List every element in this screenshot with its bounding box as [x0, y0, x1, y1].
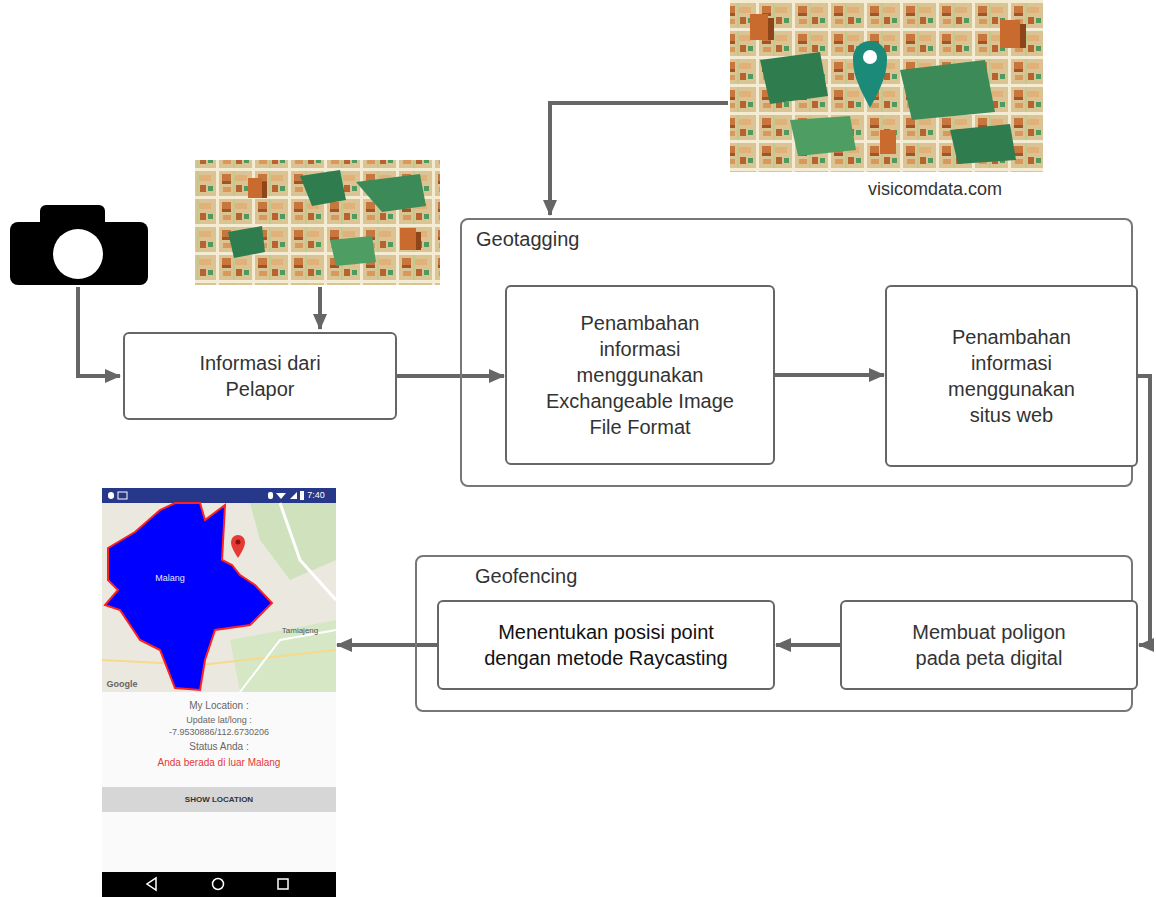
screen-text: Update lat/long : [109, 715, 329, 726]
box-text: Informasi dari Pelapor [169, 350, 351, 402]
screen-text: -7.9530886/112.6730206 [109, 727, 329, 738]
box-text: Menentukan posisi point dengan metode Ra… [479, 619, 733, 671]
map-arrow [318, 287, 322, 329]
screen-text: Malang [140, 573, 200, 584]
flow-arrow [397, 374, 504, 378]
city-map-large [730, 0, 1043, 172]
screen-text: 7:40 [299, 490, 333, 501]
flow-arrow [1138, 376, 1150, 645]
process-box: Penambahan informasi menggunakan situs w… [885, 285, 1138, 467]
group-title: Geofencing [475, 565, 577, 588]
screen-text: Anda berada di luar Malang [109, 757, 329, 769]
process-box: Menentukan posisi point dengan metode Ra… [437, 600, 775, 690]
camera-icon [10, 205, 148, 285]
group-title: Geotagging [476, 228, 579, 251]
process-box: Membuat poligon pada peta digital [840, 600, 1138, 690]
camera-arrow [78, 287, 120, 376]
flow-arrow [337, 643, 437, 647]
map-arrow [550, 103, 728, 215]
screen-text: Google [102, 679, 142, 690]
screen-text: Tamiajeng [270, 626, 330, 636]
process-box: Penambahan informasi menggunakan Exchang… [505, 285, 775, 465]
box-text: Penambahan informasi menggunakan situs w… [937, 324, 1086, 428]
group-frame: GeotaggingPenambahan informasi menggunak… [460, 218, 1133, 487]
source-label: visicomdata.com [868, 179, 1002, 200]
city-map-small [195, 160, 440, 285]
phone-screen: 7:40MalangTamiajengGoogle My Location : Up… [102, 488, 336, 897]
flow-arrow [775, 373, 884, 377]
phone-screenshot [102, 488, 336, 897]
screen-text: Status Anda : [109, 741, 329, 753]
flow-arrow [776, 643, 840, 647]
box-text: Membuat poligon pada peta digital [890, 619, 1088, 671]
screen-text: My Location : [109, 700, 329, 712]
location-pin [853, 41, 887, 108]
screen-text: SHOW LOCATION [109, 795, 329, 805]
box-text: Penambahan informasi menggunakan Exchang… [543, 310, 737, 440]
process-box: Informasi dari Pelapor [123, 332, 397, 420]
group-frame: GeofencingMenentukan posisi point dengan… [415, 555, 1133, 712]
